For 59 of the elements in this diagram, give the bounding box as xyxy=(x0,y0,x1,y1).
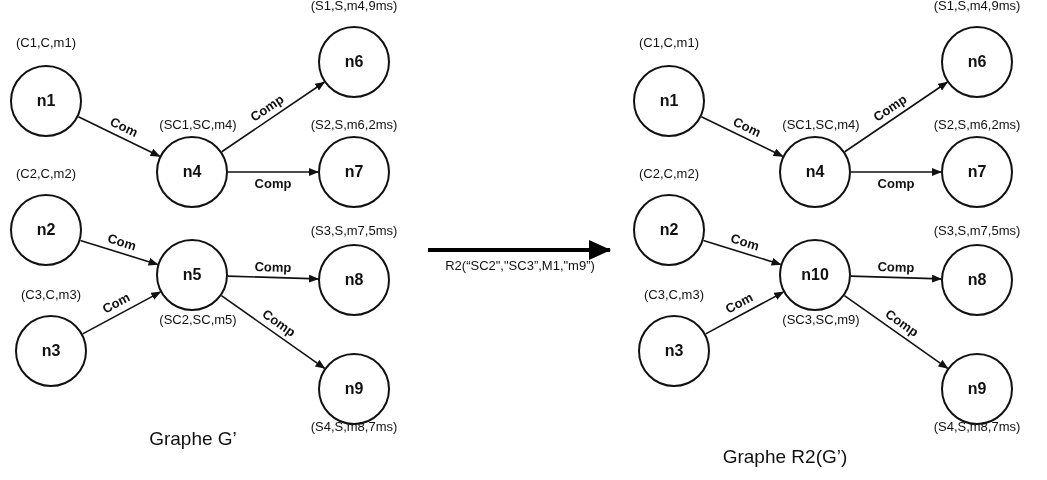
edge-label: Comp xyxy=(877,259,915,274)
node-circle: n2 xyxy=(10,194,82,266)
arrow xyxy=(79,239,159,266)
node-circle: n7 xyxy=(941,136,1013,208)
arrow xyxy=(850,274,942,283)
graph-caption: Graphe R2(G’) xyxy=(722,446,848,468)
edge-label: Comp xyxy=(254,176,292,190)
node-circle: n1 xyxy=(10,65,82,137)
arrow xyxy=(81,291,162,335)
node-annotation: (S3,S,m7,5ms) xyxy=(310,223,398,238)
node-annotation: (C2,C,m2) xyxy=(639,166,699,181)
edge-label: Com xyxy=(730,114,763,139)
node-circle: n3 xyxy=(15,315,87,387)
node-annotation: (S2,S,m6,2ms) xyxy=(310,117,398,132)
arrow xyxy=(843,294,949,370)
node-circle: n2 xyxy=(633,194,705,266)
node-circle: n4 xyxy=(779,136,851,208)
node-annotation: (S1,S,m4,9ms) xyxy=(310,0,398,13)
arrow xyxy=(221,81,326,153)
node-circle: n8 xyxy=(318,244,390,316)
arrow xyxy=(702,239,782,266)
arrow xyxy=(77,115,161,158)
node-annotation: (SC3,SC,m9) xyxy=(782,312,860,327)
node-annotation: (S1,S,m4,9ms) xyxy=(933,0,1021,13)
node-annotation: (S2,S,m6,2ms) xyxy=(933,117,1021,132)
node-circle: n4 xyxy=(156,136,228,208)
graph-caption: Graphe G’ xyxy=(149,428,237,450)
node-annotation: (SC1,SC,m4) xyxy=(159,117,237,132)
node-annotation: (SC2,SC,m5) xyxy=(159,312,237,327)
arrow xyxy=(850,168,942,176)
arrow xyxy=(844,81,949,153)
edge-label: Com xyxy=(107,114,140,139)
node-annotation: (C1,C,m1) xyxy=(639,35,699,50)
arrow xyxy=(700,115,784,158)
edge-label: Com xyxy=(106,231,138,253)
node-annotation: (C2,C,m2) xyxy=(16,166,76,181)
node-circle: n1 xyxy=(633,65,705,137)
edge-label: Comp xyxy=(254,259,292,274)
node-circle: n6 xyxy=(941,26,1013,98)
edge-label: Com xyxy=(723,290,756,316)
edge-label: Com xyxy=(729,231,761,253)
node-annotation: (SC1,SC,m4) xyxy=(782,117,860,132)
node-annotation: (C1,C,m1) xyxy=(16,35,76,50)
node-circle: n8 xyxy=(941,244,1013,316)
node-circle: n7 xyxy=(318,136,390,208)
node-annotation: (S3,S,m7,5ms) xyxy=(933,223,1021,238)
arrow xyxy=(227,168,319,176)
node-annotation: (C3,C,m3) xyxy=(644,287,704,302)
edge-label: Comp xyxy=(877,176,915,190)
node-circle: n10 xyxy=(779,239,851,311)
node-circle: n5 xyxy=(156,239,228,311)
arrow xyxy=(227,274,319,283)
node-annotation: (C3,C,m3) xyxy=(21,287,81,302)
transformation-label: R2(“SC2","SC3”,M1,"m9”) xyxy=(445,258,595,273)
node-circle: n3 xyxy=(638,315,710,387)
edge-label: Com xyxy=(100,290,133,316)
node-circle: n6 xyxy=(318,26,390,98)
arrow xyxy=(220,294,326,370)
arrow xyxy=(704,291,785,335)
